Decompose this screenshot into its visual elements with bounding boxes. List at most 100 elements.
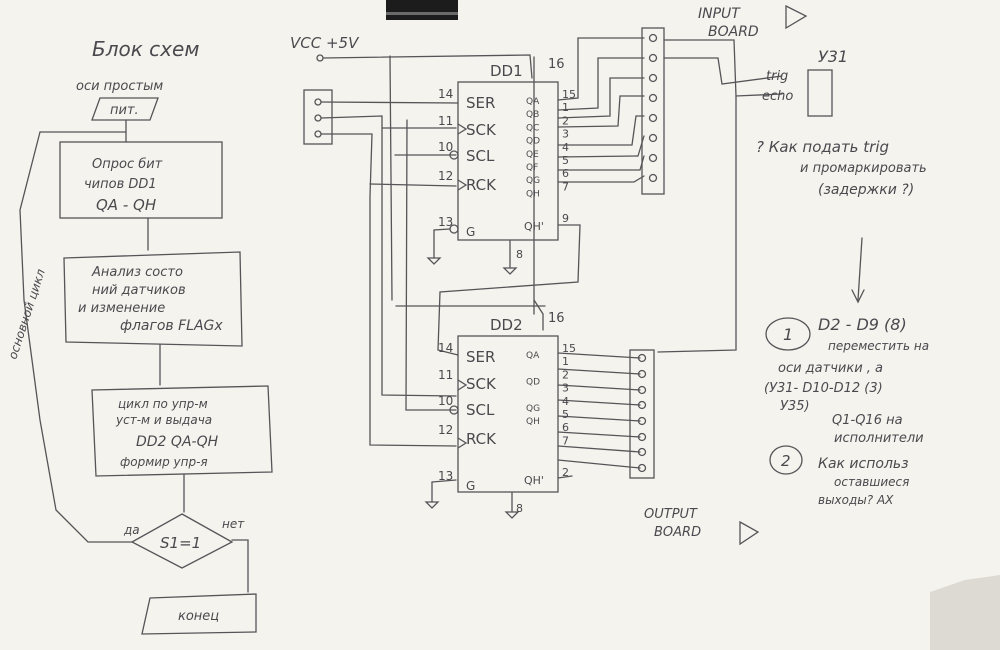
note-2-line-3: выходы? АХ (818, 493, 894, 507)
dd1-pin-name: QB (526, 110, 539, 120)
dd1-pin-name: SCL (466, 147, 495, 165)
dd1-pin-name: QF (526, 163, 538, 173)
sensor-trig-label: trig (766, 69, 788, 84)
output-board-label-1: OUTPUT (644, 507, 698, 522)
loop-back-line (19, 131, 133, 543)
dd1-pin-name: QD (526, 137, 540, 147)
output-board-pin (637, 385, 647, 395)
output-board-pin (637, 432, 647, 442)
dd1-qh-prime-num: 9 (562, 212, 569, 225)
dd2-pin-name: SCL (466, 401, 495, 419)
dd2-pin-name: QH (526, 417, 540, 427)
dd2-pin-name: RCK (466, 430, 497, 448)
dd1-chip (457, 81, 559, 241)
output-board-arrow (739, 520, 760, 546)
note-1-line-6: Q1-Q16 на (832, 413, 903, 428)
output-board-pin (637, 463, 647, 473)
note-1-line-4: (У31- D10-D12 (3) (764, 381, 883, 396)
output-board-pin (637, 369, 647, 379)
dd1-pin-number: 1 (562, 101, 569, 114)
end-label: конец (178, 609, 219, 624)
dd1-pin-number: 10 (438, 140, 453, 154)
dd2-pin-number: 13 (438, 469, 453, 483)
step-analyze-line-3: и изменение (78, 301, 165, 316)
dd2-pin-number: 10 (438, 394, 453, 408)
step-analyze-box (63, 251, 243, 347)
input-board-pin (648, 93, 658, 103)
note-1-line-3: оси датчики , а (778, 361, 883, 376)
dd1-pin-number: 11 (438, 114, 453, 128)
step-cycle-line-2: уст-м и выдача (115, 413, 212, 427)
output-board-pin (637, 447, 647, 457)
dd2-pin-number: 3 (562, 382, 569, 395)
note-2-line-2: оставшиеся (834, 475, 909, 489)
dd2-pin-name: SER (466, 348, 495, 366)
question-line-1: ? Как подать trig (756, 138, 889, 156)
dd1-pin-number: 6 (562, 167, 569, 180)
dd2-pin-number: 2 (562, 368, 569, 381)
output-board-pin (637, 416, 647, 426)
dd2-pin-number: 1 (562, 355, 569, 368)
dd2-pin-number: 12 (438, 423, 453, 437)
note-1-line-5: У35) (780, 399, 810, 414)
dd2-pin-number: 6 (562, 421, 569, 434)
dd1-pin-number: 14 (438, 87, 453, 101)
output-board-pin (637, 400, 647, 410)
dd2-pin-number: 7 (562, 434, 569, 447)
note-1-line-1: D2 - D9 (8) (818, 315, 907, 334)
question-line-3: (задержки ?) (818, 182, 914, 198)
dd1-pin-number: 4 (562, 141, 569, 154)
dd1-clock-mark (457, 179, 468, 191)
flowchart (19, 97, 273, 635)
step-analyze-line-1: Анализ состо (91, 265, 183, 280)
dd2-pin-name: G (466, 479, 475, 493)
dd2-name: DD2 (490, 316, 523, 334)
step-read-line-3: QA - QH (96, 196, 156, 214)
notes (765, 237, 865, 475)
decision-label: S1=1 (160, 534, 201, 552)
output-board-connector (629, 349, 655, 479)
dd1-pin-name: QH (526, 189, 540, 199)
dd2-pin-number: 5 (562, 408, 569, 421)
dd1-top-pin: 16 (548, 57, 565, 72)
input-board-pin (648, 53, 658, 63)
vcc-rail (322, 54, 533, 79)
dd1-pin-name: G (466, 225, 475, 239)
dd2-qh-prime-num: 2 (562, 466, 569, 479)
dd2-pin-name: QA (526, 351, 540, 361)
flowchart-title: Блок схем (92, 37, 199, 61)
output-board-pin (637, 353, 647, 363)
input-board-pin (648, 73, 658, 83)
input-board-pin (648, 33, 658, 43)
dd1-qh-prime: QH' (524, 220, 544, 233)
dd1-pin-name: QA (526, 97, 540, 107)
input-board-label-1: INPUT (698, 6, 741, 22)
step-read-line-2: чипов DD1 (84, 177, 157, 192)
step-cycle-line-3: DD2 QA-QH (136, 434, 219, 450)
dd1-pin-number: 3 (562, 128, 569, 141)
dd1-name: DD1 (490, 62, 523, 80)
dd2-pin-number: 15 (562, 342, 576, 355)
no-branch-line (231, 539, 249, 593)
input-board-pin (648, 153, 658, 163)
end-box (141, 593, 257, 635)
dd1-scl-bubble (449, 150, 459, 160)
dd1-pin-name: SER (466, 94, 495, 112)
dd1-pin-number: 2 (562, 114, 569, 127)
start-parallelogram (91, 97, 159, 121)
dd2-pin-name: QD (526, 377, 540, 387)
input-board-pin (648, 113, 658, 123)
input-board-connector (641, 27, 665, 195)
input-board-pin (648, 173, 658, 183)
note-2-circle (769, 445, 803, 475)
sensor-name: У31 (818, 47, 848, 66)
dd1-pin-name: QC (526, 123, 539, 133)
dd1-pin-name: RCK (466, 176, 497, 194)
dd2-pin-number: 14 (438, 341, 453, 355)
dd1-gnd-pin: 8 (516, 248, 523, 261)
note-1-number: 1 (783, 325, 793, 344)
decision-no-label: нет (222, 517, 245, 531)
output-board-label-2: BOARD (654, 525, 701, 540)
